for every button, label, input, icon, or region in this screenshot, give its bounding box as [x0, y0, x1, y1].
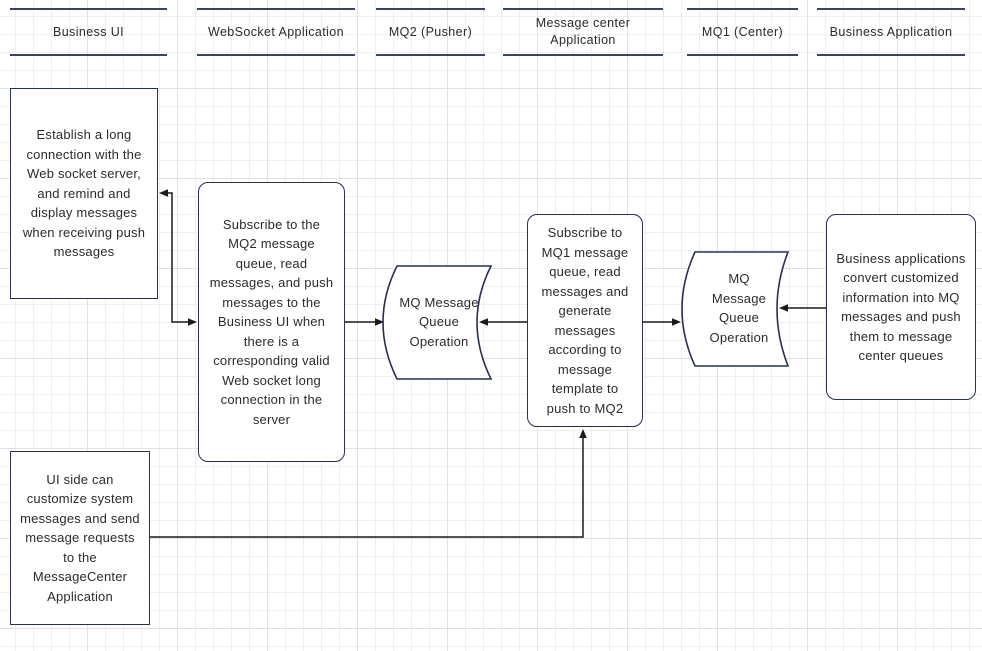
lane-business-ui[interactable]: Business UI: [10, 8, 167, 56]
node-ui-customize[interactable]: UI side can customize system messages an…: [10, 451, 150, 625]
node-text: Subscribe to the MQ2 message queue, read…: [209, 216, 334, 427]
arrowhead-right-icon: [375, 318, 384, 326]
arrowhead-left-icon: [779, 304, 788, 312]
lane-label: Business Application: [829, 24, 953, 39]
arrowhead-left-icon: [479, 318, 488, 326]
arrowhead-left-icon: [159, 189, 168, 197]
arrowhead-right-icon: [672, 318, 681, 326]
node-subscribe-mq1[interactable]: Subscribe to MQ1 message queue, read mes…: [527, 214, 643, 427]
node-subscribe-mq2[interactable]: Subscribe to the MQ2 message queue, read…: [198, 182, 345, 462]
node-text: UI side can customize system messages an…: [20, 471, 140, 604]
node-text: MQ Message Queue Operation: [399, 294, 479, 349]
lane-label: Message center Application: [535, 16, 631, 47]
lane-mq2-pusher[interactable]: MQ2 (Pusher): [376, 8, 485, 56]
lane-label: MQ1 (Center): [701, 24, 784, 39]
lane-label: MQ2 (Pusher): [388, 24, 473, 39]
lane-message-center-app[interactable]: Message center Application: [503, 8, 663, 56]
mq1-queue-label[interactable]: MQ Message Queue Operation: [700, 256, 778, 360]
mq2-queue-label[interactable]: MQ Message Queue Operation: [399, 268, 479, 376]
node-business-app[interactable]: Business applications convert customized…: [826, 214, 976, 400]
node-text: Subscribe to MQ1 message queue, read mes…: [541, 225, 629, 416]
arrowhead-up-icon: [579, 429, 587, 438]
node-text: MQ Message Queue Operation: [709, 271, 769, 345]
lane-mq1-center[interactable]: MQ1 (Center): [687, 8, 798, 56]
node-text: Business applications convert customized…: [836, 250, 966, 364]
lane-business-app[interactable]: Business Application: [817, 8, 965, 56]
node-text: Establish a long connection with the Web…: [22, 127, 146, 260]
lane-websocket-app[interactable]: WebSocket Application: [197, 8, 355, 56]
connector-businessui-websocket: [168, 192, 188, 323]
node-establish-connection[interactable]: Establish a long connection with the Web…: [10, 88, 158, 299]
lane-label: Business UI: [52, 24, 125, 39]
arrowhead-right-icon: [188, 318, 197, 326]
lane-label: WebSocket Application: [207, 24, 345, 39]
